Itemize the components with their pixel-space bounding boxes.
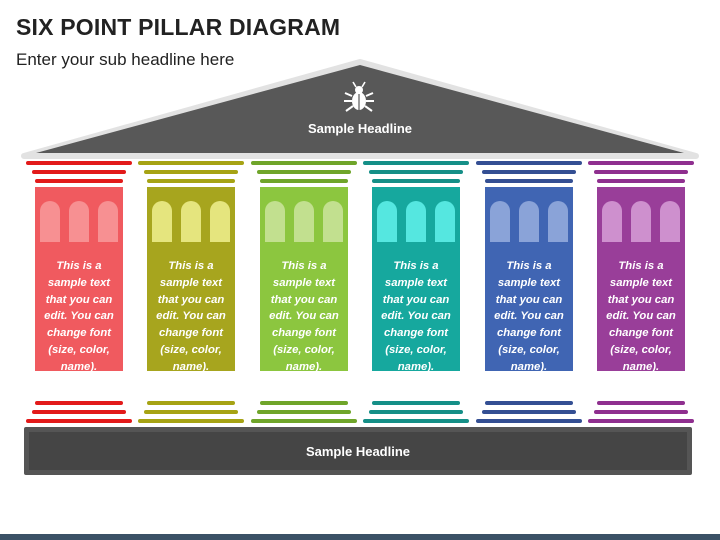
pillar-capital-bar bbox=[32, 170, 126, 174]
pillar-base-bar bbox=[32, 410, 126, 414]
pillar-capital-bar bbox=[485, 179, 573, 183]
pillar-flute bbox=[490, 201, 510, 242]
pillar-capital-bar bbox=[35, 179, 123, 183]
pillar-flute bbox=[435, 201, 455, 242]
pillar-1: This is a sample text that you can edit.… bbox=[26, 161, 132, 425]
pillar-flute bbox=[152, 201, 172, 242]
pillar-flute bbox=[602, 201, 622, 242]
pillar-capital-bar bbox=[251, 161, 357, 165]
pillar-text: This is a sample text that you can edit.… bbox=[156, 260, 226, 371]
pillar-2: This is a sample text that you can edit.… bbox=[138, 161, 244, 425]
base-slab-inner bbox=[29, 432, 687, 470]
pillar-shaft: This is a sample text that you can edit.… bbox=[260, 187, 348, 371]
pillar-text: This is a sample text that you can edit.… bbox=[381, 260, 451, 371]
pillar-base-bar bbox=[144, 410, 238, 414]
pillar-base-bar bbox=[251, 419, 357, 423]
pillar-text: This is a sample text that you can edit.… bbox=[269, 260, 339, 371]
pillar-3: This is a sample text that you can edit.… bbox=[251, 161, 357, 425]
roof-headline: Sample Headline bbox=[307, 121, 413, 136]
pillar-base-bar bbox=[485, 401, 573, 405]
pillar-capital-bar bbox=[26, 161, 132, 165]
pillar-capital-bar bbox=[260, 179, 348, 183]
pillar-capital-bar bbox=[369, 170, 463, 174]
pillar-base-bar bbox=[35, 401, 123, 405]
pillar-flute bbox=[210, 201, 230, 242]
pillar-flute bbox=[40, 201, 60, 242]
pillar-capital-bar bbox=[363, 161, 469, 165]
pillar-capital-bar bbox=[594, 170, 688, 174]
pillar-flute bbox=[323, 201, 343, 242]
pillar-base-bar bbox=[260, 401, 348, 405]
pillar-shaft: This is a sample text that you can edit.… bbox=[597, 187, 685, 371]
base-headline: Sample Headline bbox=[305, 444, 411, 459]
pillar-text: This is a sample text that you can edit.… bbox=[606, 260, 676, 371]
pillar-base-bar bbox=[597, 401, 685, 405]
pillar-capital-bar bbox=[482, 170, 576, 174]
pillar-base-bar bbox=[588, 419, 694, 423]
pillar-base-bar bbox=[26, 419, 132, 423]
pillar-flute bbox=[181, 201, 201, 242]
pillar-capital-bar bbox=[372, 179, 460, 183]
pillar-flute bbox=[519, 201, 539, 242]
pillar-capital-bar bbox=[597, 179, 685, 183]
pillar-flute bbox=[377, 201, 397, 242]
pillar-flute bbox=[69, 201, 89, 242]
pillar-capital-bar bbox=[147, 179, 235, 183]
pillar-flute bbox=[548, 201, 568, 242]
base-slab: Sample Headline bbox=[24, 427, 692, 475]
footer-strip bbox=[0, 534, 720, 540]
pillar-flute bbox=[406, 201, 426, 242]
pillar-text: This is a sample text that you can edit.… bbox=[494, 260, 564, 371]
pillar-base-bar bbox=[482, 410, 576, 414]
pillar-shaft: This is a sample text that you can edit.… bbox=[485, 187, 573, 371]
pillar-base-bar bbox=[257, 410, 351, 414]
pillar-shaft: This is a sample text that you can edit.… bbox=[35, 187, 123, 371]
pillar-6: This is a sample text that you can edit.… bbox=[588, 161, 694, 425]
pillar-base-bar bbox=[138, 419, 244, 423]
pillar-flute bbox=[98, 201, 118, 242]
pillar-capital-bar bbox=[476, 161, 582, 165]
pillar-capital-bar bbox=[138, 161, 244, 165]
pillar-shaft: This is a sample text that you can edit.… bbox=[147, 187, 235, 371]
pillar-base-bar bbox=[147, 401, 235, 405]
pillar-shaft: This is a sample text that you can edit.… bbox=[372, 187, 460, 371]
page-title: SIX POINT PILLAR DIAGRAM bbox=[16, 14, 341, 40]
pillar-flute bbox=[294, 201, 314, 242]
pillar-base-bar bbox=[363, 419, 469, 423]
bug-icon bbox=[344, 81, 374, 112]
pillar-base-bar bbox=[369, 410, 463, 414]
pillar-base-bar bbox=[476, 419, 582, 423]
pillar-base-bar bbox=[372, 401, 460, 405]
pillar-base-bar bbox=[594, 410, 688, 414]
page-subtitle: Enter your sub headline here bbox=[16, 50, 235, 69]
pillar-capital-bar bbox=[144, 170, 238, 174]
pillar-flute bbox=[660, 201, 680, 242]
pillar-5: This is a sample text that you can edit.… bbox=[476, 161, 582, 425]
pillar-4: This is a sample text that you can edit.… bbox=[363, 161, 469, 425]
pillar-flute bbox=[631, 201, 651, 242]
pillar-text: This is a sample text that you can edit.… bbox=[44, 260, 114, 371]
pillar-capital-bar bbox=[257, 170, 351, 174]
pillar-flute bbox=[265, 201, 285, 242]
pillar-capital-bar bbox=[588, 161, 694, 165]
